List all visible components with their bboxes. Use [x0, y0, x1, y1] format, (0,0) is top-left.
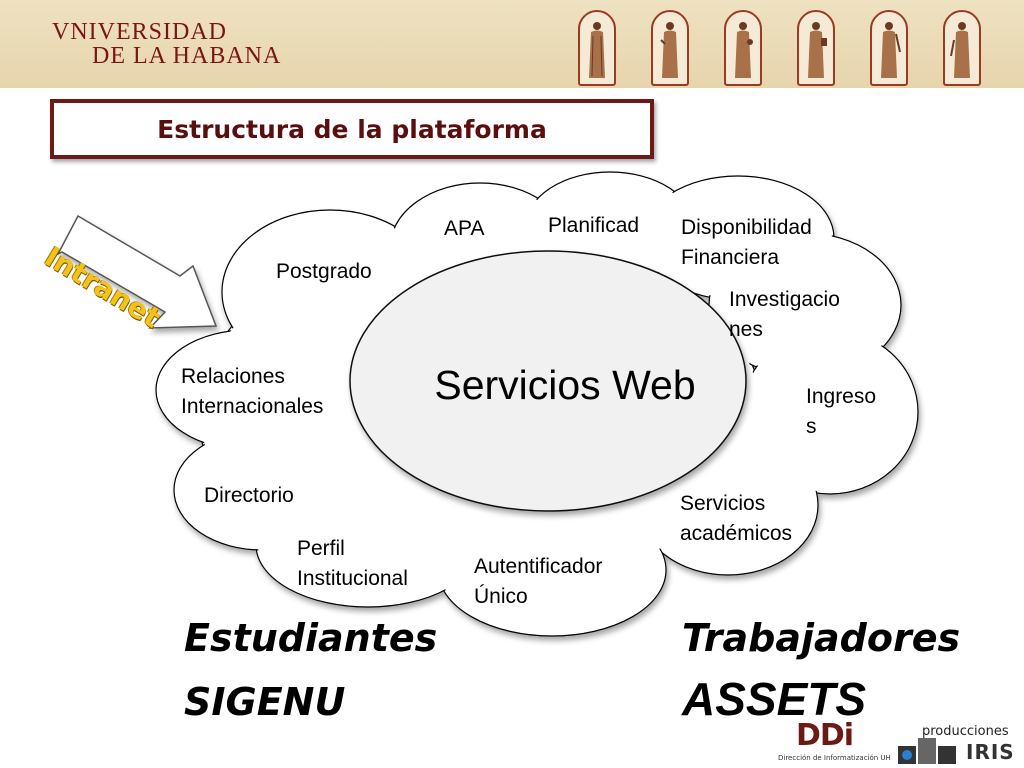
estudiantes-label: Estudiantes: [184, 616, 438, 660]
label-autentificador: Autentificador Único: [474, 552, 602, 612]
label-disponibilidad: Disponibilidad Financiera: [681, 213, 812, 273]
label-planificad: Planificad: [548, 214, 640, 237]
university-line-2: DE LA HABANA: [92, 43, 282, 69]
label-perfil-line2: Institucional: [297, 567, 408, 590]
university-logo-text: VNIVERSIDAD DE LA HABANA: [52, 20, 281, 68]
servicios-web-label: Servicios Web: [434, 362, 696, 408]
trabajadores-label: Trabajadores: [682, 616, 961, 660]
label-relaciones-line2: Internacionales: [181, 395, 324, 418]
label-disponibilidad-line1: Disponibilidad: [681, 216, 812, 239]
statue-image-3: [724, 10, 762, 86]
statue-image-4: [797, 10, 835, 86]
ddi-logo-subtitle: Dirección de Informatización UH: [778, 754, 891, 762]
label-apa: APA: [444, 217, 485, 240]
label-ingresos: Ingreso s: [806, 382, 876, 442]
label-perfil-line1: Perfil: [297, 537, 345, 560]
statue-image-1: [578, 10, 616, 86]
intranet-arrow: [56, 214, 218, 329]
slide-title: Estructura de la plataforma: [157, 114, 547, 144]
sigenu-label: SIGENU: [184, 680, 346, 724]
label-relaciones-line1: Relaciones: [181, 365, 285, 388]
label-relaciones: Relaciones Internacionales: [181, 362, 323, 422]
label-investigaciones-line1: Investigacio: [729, 288, 840, 311]
label-autentificador-line2: Único: [474, 585, 528, 608]
header-banner: VNIVERSIDAD DE LA HABANA: [0, 0, 1024, 88]
producciones-text: producciones: [922, 724, 1009, 739]
label-directorio: Directorio: [204, 484, 294, 507]
label-ingresos-line2: s: [806, 415, 817, 438]
label-ingresos-line1: Ingreso: [806, 385, 877, 408]
label-investigaciones: Investigacio nes: [729, 285, 840, 345]
label-postgrado: Postgrado: [276, 260, 372, 283]
label-investigaciones-line2: nes: [729, 318, 763, 341]
assets-label: ASSETS: [682, 673, 867, 725]
label-perfil-institucional: Perfil Institucional: [297, 534, 408, 594]
statue-image-5: [870, 10, 908, 86]
university-line-1: VNIVERSIDAD: [52, 19, 227, 45]
ddi-logo-text: DDi: [796, 718, 854, 753]
label-servicios-line2: académicos: [680, 522, 793, 545]
iris-logo-mark: [898, 738, 956, 764]
label-servicios-academicos: Servicios académicos: [680, 489, 792, 549]
slide-title-box: Estructura de la plataforma: [50, 99, 654, 159]
label-autentificador-line1: Autentificador: [474, 555, 603, 578]
statue-image-6: [943, 10, 981, 86]
iris-text: IRIS: [966, 740, 1015, 764]
statue-image-2: [651, 10, 689, 86]
servicios-web-ellipse: [349, 250, 747, 512]
ddi-logo: DDi Dirección de Informatización UH: [778, 718, 891, 764]
iris-logo: producciones IRIS: [896, 720, 1024, 768]
label-servicios-line1: Servicios: [680, 492, 766, 515]
label-disponibilidad-line2: Financiera: [681, 246, 780, 269]
